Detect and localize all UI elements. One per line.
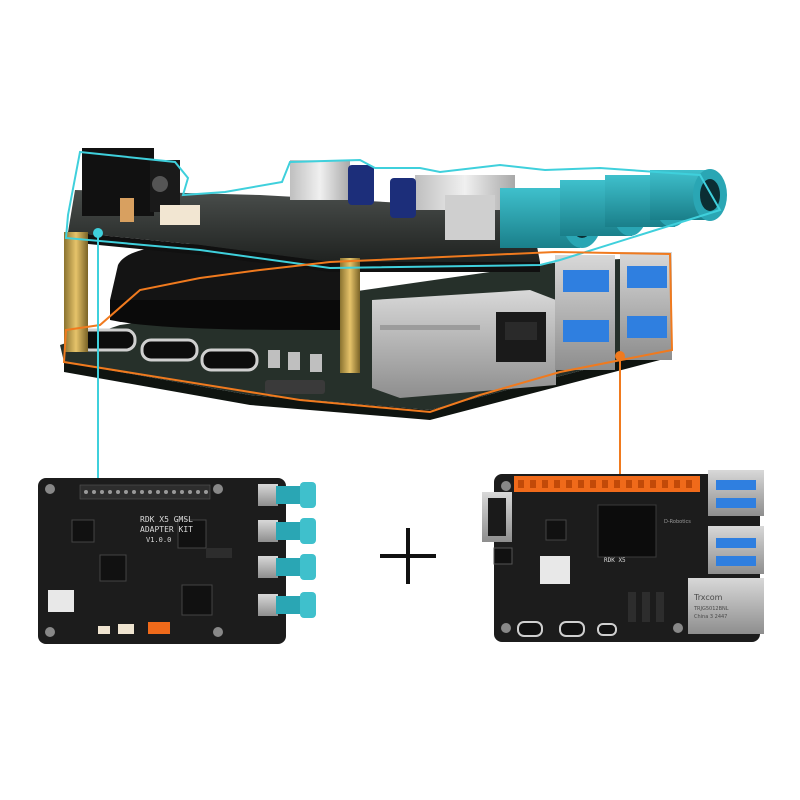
rdk-x5-board: RDK X5 D-Robotics Trxcom TRJG5012BNL Chi…: [482, 470, 764, 642]
heatsink: [290, 160, 350, 200]
soc-chip: [597, 504, 657, 558]
gmsl-title-line1: RDK X5 GMSL: [140, 515, 193, 524]
gmsl-fakra-ports: [258, 482, 316, 618]
ethernet-jack: [372, 290, 556, 398]
gmsl-title-line2: ADAPTER KIT: [140, 525, 193, 534]
cyan-outline-upper-board: [64, 150, 722, 270]
chip-brand: D-Robotics: [664, 519, 691, 525]
gmsl-version: V1.0.0: [146, 536, 171, 544]
standoff-left: [64, 232, 88, 352]
standoff-mid: [340, 258, 360, 373]
ethernet-brand-3: China 3 2447: [694, 614, 727, 620]
rdk-ethernet-jack: Trxcom TRJG5012BNL China 3 2447: [688, 578, 764, 634]
rdk-model-label: RDK X5: [604, 557, 626, 564]
gmsl-adapter-board: RDK X5 GMSL ADAPTER KIT V1.0.0: [38, 478, 316, 644]
fakra-connectors: [500, 169, 727, 248]
ethernet-brand-2: TRJG5012BNL: [693, 606, 729, 612]
usb3-stacks: [555, 252, 672, 370]
rdk-usb3-stacks: [708, 470, 764, 574]
lower-usbc-ports: [78, 328, 325, 394]
ethernet-brand-1: Trxcom: [693, 593, 723, 602]
stacked-boards-photo: [60, 148, 727, 482]
plus-icon: [380, 528, 436, 584]
orange-outline-lower-board: [62, 250, 674, 414]
